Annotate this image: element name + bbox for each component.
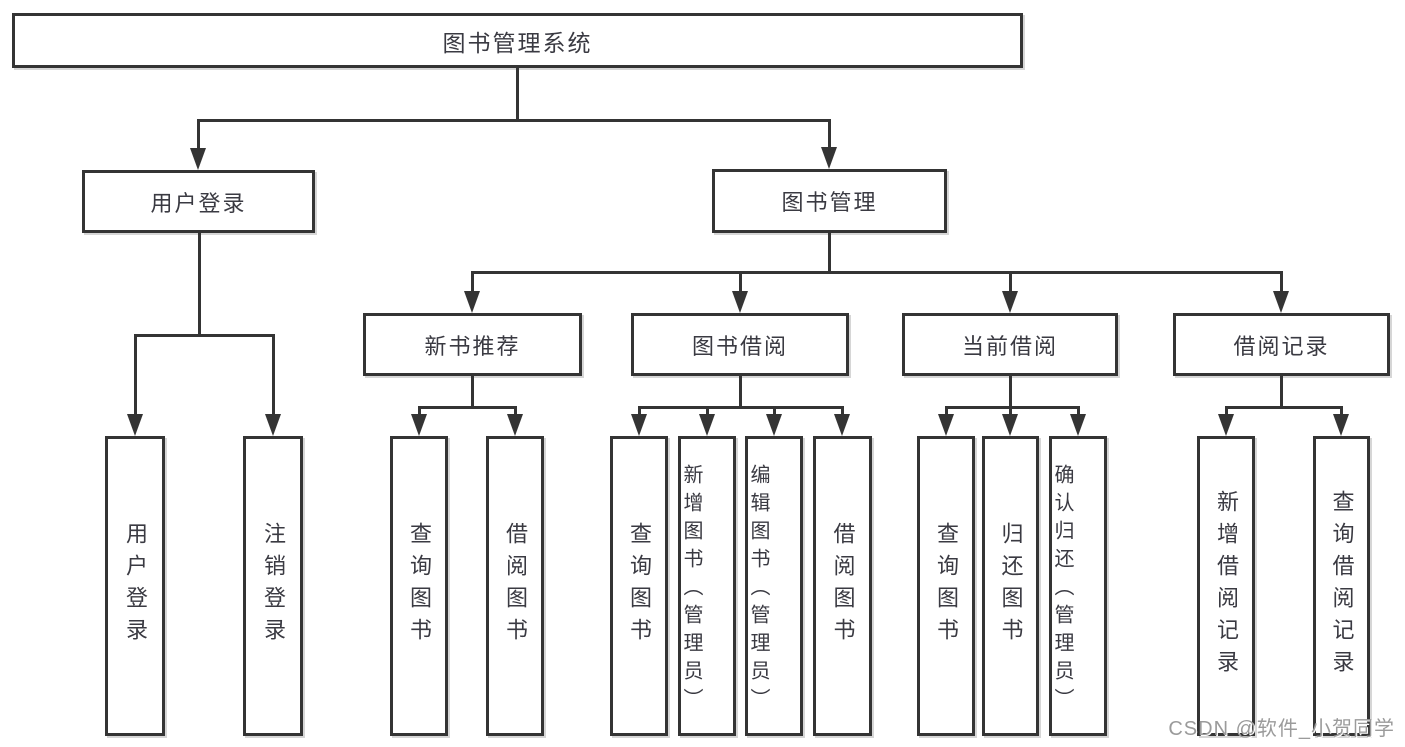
arrowhead-borrow-book-1 bbox=[507, 414, 523, 436]
connector-drop-new-book-recommend bbox=[471, 271, 474, 293]
connector-book-borrow-stem bbox=[739, 376, 742, 409]
csdn-watermark: CSDN @软件_小贺同学 bbox=[1168, 718, 1395, 740]
arrowhead-add-borrow-record bbox=[1218, 414, 1234, 436]
arrowhead-current-borrow bbox=[1002, 291, 1018, 313]
leaf-add-borrow-record-label: 新增借阅记录 bbox=[1214, 490, 1239, 682]
node-user-login-label: 用户登录 bbox=[150, 190, 247, 216]
connector-book-management-branch bbox=[471, 271, 1282, 274]
arrowhead-query-book-1 bbox=[411, 414, 427, 436]
arrowhead-user-login bbox=[190, 148, 206, 170]
leaf-query-borrow-record-label: 查询借阅记录 bbox=[1329, 490, 1355, 682]
connector-drop-borrow-record bbox=[1280, 271, 1283, 293]
arrowhead-book-borrow bbox=[732, 291, 748, 313]
connector-drop-book-borrow bbox=[739, 271, 742, 293]
connector-current-borrow-stem bbox=[1009, 376, 1012, 409]
node-user-login: 用户登录 bbox=[82, 170, 315, 233]
connector-drop-query-book-3 bbox=[945, 406, 948, 418]
node-book-borrow: 图书借阅 bbox=[631, 313, 849, 376]
node-book-borrow-label: 图书借阅 bbox=[691, 333, 788, 359]
arrowhead-borrow-record bbox=[1273, 291, 1289, 313]
connector-drop-confirm-return-admin bbox=[1077, 406, 1080, 418]
node-current-borrow: 当前借阅 bbox=[902, 313, 1118, 376]
arrowhead-query-book-2 bbox=[631, 414, 647, 436]
leaf-add-book-admin: 新增图书（管理员） bbox=[678, 436, 736, 736]
node-borrow-record: 借阅记录 bbox=[1173, 313, 1390, 376]
connector-drop-user-login bbox=[197, 119, 200, 151]
arrowhead-book-management bbox=[821, 147, 837, 169]
leaf-borrow-book-2: 借阅图书 bbox=[813, 436, 872, 736]
leaf-logout: 注销登录 bbox=[243, 436, 303, 736]
node-book-management: 图书管理 bbox=[712, 169, 947, 233]
node-root: 图书管理系统 bbox=[12, 13, 1023, 68]
arrowhead-leaf-user-login bbox=[127, 414, 143, 436]
leaf-borrow-book-1: 借阅图书 bbox=[486, 436, 544, 736]
connector-current-borrow-branch bbox=[945, 406, 1079, 409]
leaf-query-book-2-label: 查询图书 bbox=[627, 522, 652, 650]
leaf-query-book-2: 查询图书 bbox=[610, 436, 668, 736]
arrowhead-confirm-return-admin bbox=[1070, 414, 1086, 436]
arrowhead-add-book-admin bbox=[699, 414, 715, 436]
connector-root-branch bbox=[197, 119, 830, 122]
connector-new-book-recommend-branch bbox=[418, 406, 517, 409]
arrowhead-leaf-logout bbox=[265, 414, 281, 436]
connector-drop-return-book bbox=[1009, 406, 1012, 418]
connector-drop-query-book-2 bbox=[638, 406, 641, 418]
leaf-borrow-book-1-label: 借阅图书 bbox=[503, 522, 528, 650]
leaf-borrow-book-2-label: 借阅图书 bbox=[830, 522, 856, 650]
connector-drop-query-book-1 bbox=[418, 406, 421, 418]
leaf-add-borrow-record: 新增借阅记录 bbox=[1197, 436, 1255, 736]
leaf-query-book-1: 查询图书 bbox=[390, 436, 448, 736]
leaf-query-borrow-record: 查询借阅记录 bbox=[1313, 436, 1370, 736]
leaf-add-book-admin-label: 新增图书（管理员） bbox=[680, 463, 702, 716]
connector-new-book-recommend-stem bbox=[471, 376, 474, 409]
connector-drop-leaf-logout bbox=[272, 334, 275, 416]
leaf-return-book: 归还图书 bbox=[982, 436, 1039, 736]
leaf-user-login-label: 用户登录 bbox=[123, 522, 148, 650]
leaf-confirm-return-admin-label: 确认归还（管理员） bbox=[1051, 463, 1073, 716]
leaf-edit-book-admin-label: 编辑图书（管理员） bbox=[747, 463, 769, 716]
connector-root-stem bbox=[516, 68, 519, 122]
leaf-query-book-1-label: 查询图书 bbox=[407, 522, 432, 650]
connector-drop-add-book-admin bbox=[706, 406, 709, 418]
connector-user-login-branch bbox=[134, 334, 275, 337]
leaf-logout-label: 注销登录 bbox=[261, 522, 286, 650]
node-borrow-record-label: 借阅记录 bbox=[1233, 333, 1330, 359]
connector-drop-query-borrow-record bbox=[1340, 406, 1343, 418]
connector-borrow-record-stem bbox=[1280, 376, 1283, 409]
arrowhead-new-book-recommend bbox=[464, 291, 480, 313]
connector-drop-borrow-book-1 bbox=[514, 406, 517, 418]
connector-borrow-record-branch bbox=[1225, 406, 1342, 409]
leaf-return-book-label: 归还图书 bbox=[998, 522, 1024, 650]
arrowhead-return-book bbox=[1002, 414, 1018, 436]
connector-user-login-stem bbox=[198, 233, 201, 336]
node-root-label: 图书管理系统 bbox=[442, 29, 593, 56]
connector-drop-edit-book-admin bbox=[773, 406, 776, 418]
leaf-query-book-3-label: 查询图书 bbox=[934, 522, 959, 650]
node-book-management-label: 图书管理 bbox=[781, 190, 878, 215]
connector-book-borrow-branch bbox=[638, 406, 844, 409]
leaf-confirm-return-admin: 确认归还（管理员） bbox=[1049, 436, 1107, 736]
connector-drop-borrow-book-2 bbox=[841, 406, 844, 418]
arrowhead-borrow-book-2 bbox=[834, 414, 850, 436]
connector-drop-book-management bbox=[828, 119, 831, 150]
connector-drop-current-borrow bbox=[1009, 271, 1012, 293]
node-new-book-recommend-label: 新书推荐 bbox=[424, 333, 521, 359]
connector-book-management-stem bbox=[828, 233, 831, 274]
connector-drop-add-borrow-record bbox=[1225, 406, 1228, 418]
node-new-book-recommend: 新书推荐 bbox=[363, 313, 582, 376]
leaf-edit-book-admin: 编辑图书（管理员） bbox=[745, 436, 803, 736]
arrowhead-edit-book-admin bbox=[766, 414, 782, 436]
leaf-user-login: 用户登录 bbox=[105, 436, 165, 736]
arrowhead-query-book-3 bbox=[938, 414, 954, 436]
connector-drop-leaf-user-login bbox=[134, 334, 137, 416]
node-current-borrow-label: 当前借阅 bbox=[961, 333, 1058, 359]
leaf-query-book-3: 查询图书 bbox=[917, 436, 975, 736]
arrowhead-query-borrow-record bbox=[1333, 414, 1349, 436]
